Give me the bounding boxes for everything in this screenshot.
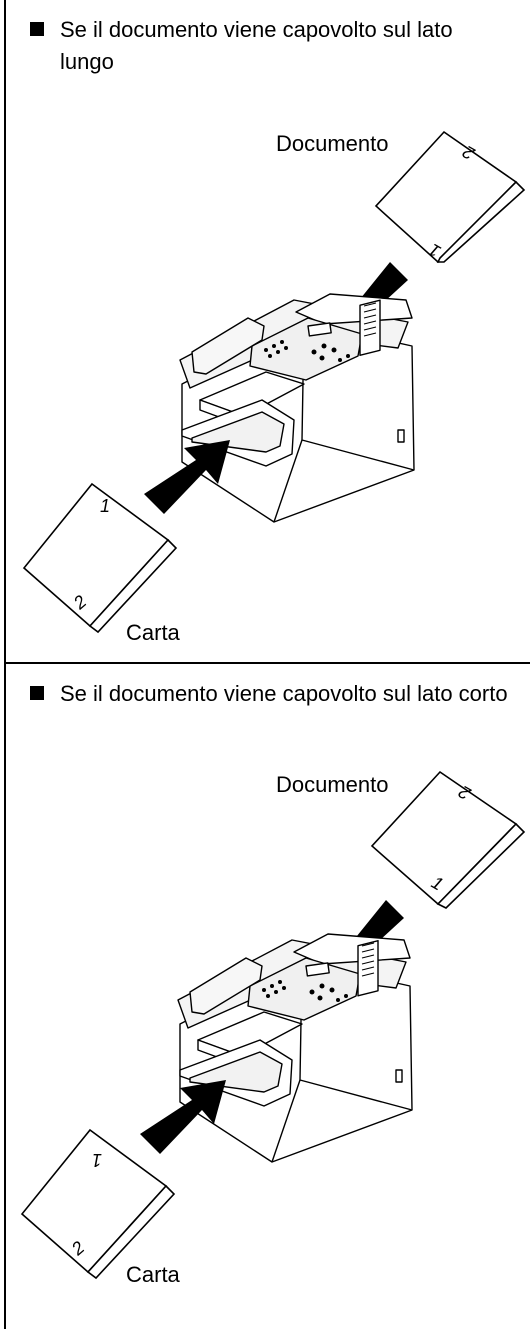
document-label: Documento bbox=[276, 772, 389, 797]
paper-feed-arrow-icon bbox=[144, 440, 230, 514]
paper-sheet bbox=[20, 1128, 176, 1280]
document-sheet bbox=[370, 770, 526, 909]
control-panel-buttons bbox=[262, 980, 348, 1002]
document-sheet bbox=[374, 130, 526, 264]
vent-lines bbox=[363, 302, 377, 337]
paper-sheet bbox=[22, 482, 178, 634]
section-heading: Se il documento viene capovolto sul lato… bbox=[30, 14, 510, 78]
square-bullet-icon bbox=[30, 22, 44, 36]
fax-duplex-illustration: 2 1 bbox=[20, 770, 526, 1280]
paper-label: Carta bbox=[126, 1262, 180, 1287]
instruction-table bbox=[4, 0, 530, 1329]
vent-lines bbox=[361, 942, 375, 977]
square-bullet-icon bbox=[30, 686, 44, 700]
fax-duplex-illustration: 2 1 bbox=[22, 130, 526, 634]
fax-machine bbox=[179, 293, 415, 523]
heading-text: Se il documento viene capovolto sul lato… bbox=[60, 681, 508, 706]
section-heading: Se il documento viene capovolto sul lato… bbox=[30, 678, 510, 710]
control-panel-buttons bbox=[264, 340, 350, 362]
paper-feed-arrow-icon bbox=[140, 1080, 226, 1154]
fax-machine bbox=[177, 933, 413, 1163]
section-short-edge: Se il documento viene capovolto sul lato… bbox=[4, 664, 528, 1329]
paper-page-mark-front: 1 bbox=[92, 1150, 102, 1170]
section-long-edge: Se il documento viene capovolto sul lato… bbox=[4, 0, 528, 662]
paper-page-mark-front: 1 bbox=[100, 496, 110, 516]
document-label: Documento bbox=[276, 131, 389, 156]
row-divider bbox=[4, 662, 530, 664]
heading-text: Se il documento viene capovolto sul lato… bbox=[60, 17, 453, 74]
paper-label: Carta bbox=[126, 620, 180, 645]
